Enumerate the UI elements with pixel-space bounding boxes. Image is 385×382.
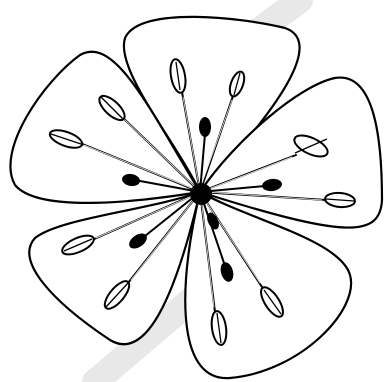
flower-center	[190, 183, 212, 205]
